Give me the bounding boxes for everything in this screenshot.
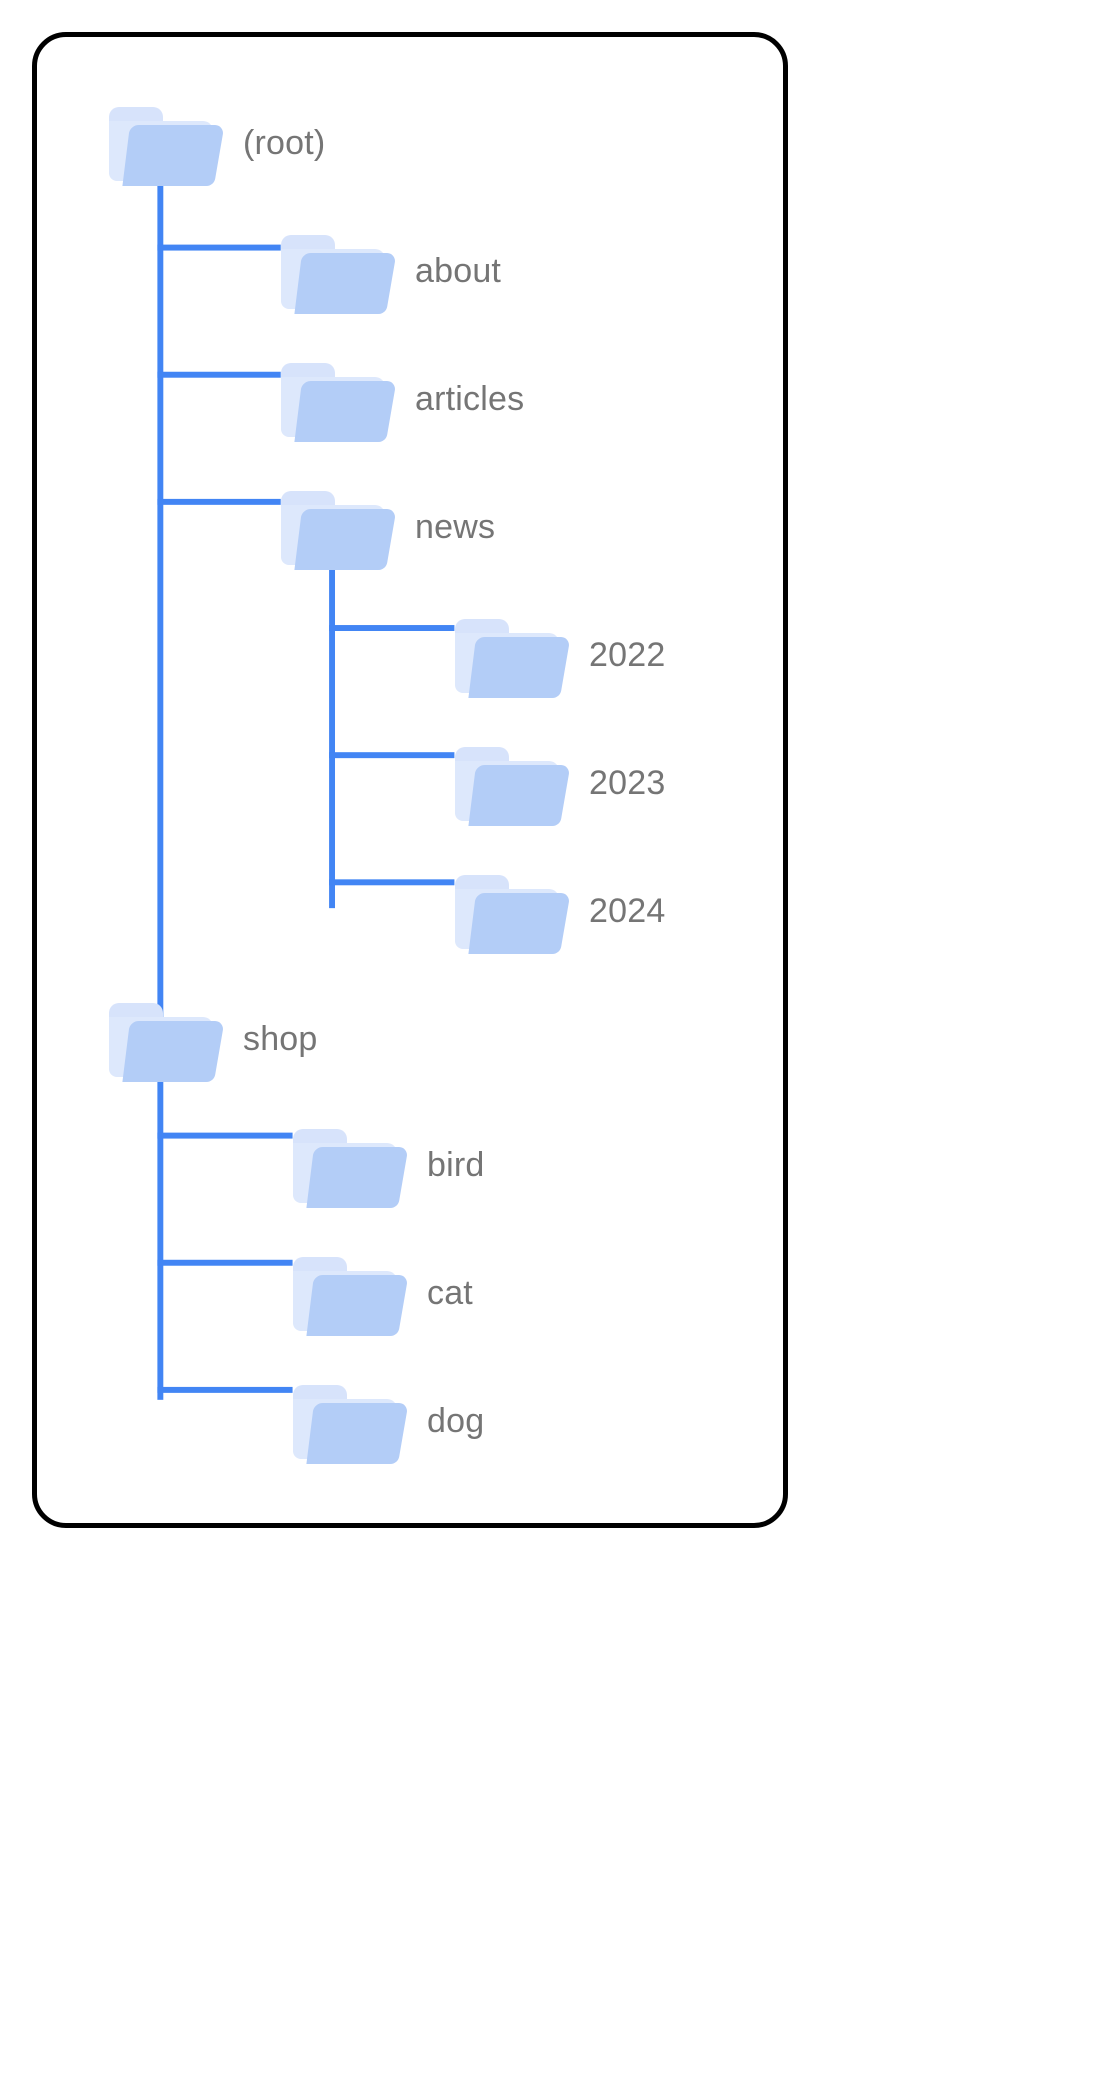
tree-node-label: articles [415,380,525,418]
tree-node-label: cat [427,1274,473,1312]
tree-node-bird[interactable]: bird [289,1121,485,1209]
connector-shop-dog [157,1386,293,1393]
connector-root-news [157,498,281,505]
folder-icon [451,739,571,827]
tree-node-label: about [415,252,502,290]
folder-icon [451,611,571,699]
connector-shop-cat [157,1259,293,1266]
tree-node-about[interactable]: about [277,227,501,315]
tree-node-label: 2023 [589,764,666,802]
connector-news-2023 [329,752,455,759]
tree-node-label: bird [427,1146,485,1184]
folder-icon [105,995,225,1083]
diagram-card: (root) about articles [32,32,788,1528]
connector-root-about [157,244,281,251]
tree-connector-lines [157,176,455,1400]
tree-node-label: 2022 [589,636,666,674]
tree-node-label: shop [243,1020,318,1058]
tree-node-articles[interactable]: articles [277,355,524,443]
tree-node-label: (root) [243,124,326,162]
tree-node-2024[interactable]: 2024 [451,867,665,955]
connector-news-2022 [329,625,455,632]
tree-node-cat[interactable]: cat [289,1249,473,1337]
tree-node-label: news [415,508,496,546]
tree-node-dog[interactable]: dog [289,1377,484,1465]
tree-node-news[interactable]: news [277,483,495,571]
folder-icon [289,1121,409,1209]
tree-node-root[interactable]: (root) [105,99,325,187]
tree-node-label: 2024 [589,892,666,930]
folder-icon [277,227,397,315]
connector-root-articles [157,371,281,378]
tree-node-2023[interactable]: 2023 [451,739,665,827]
folder-icon [277,355,397,443]
tree-node-label: dog [427,1402,485,1440]
folder-icon [289,1377,409,1465]
folder-icon [105,99,225,187]
connector-news-2024 [329,879,455,886]
folder-icon [451,867,571,955]
tree-node-2022[interactable]: 2022 [451,611,665,699]
connector-trunk-news [329,538,336,909]
folder-icon [289,1249,409,1337]
connector-trunk-root [157,176,164,1400]
tree-node-shop[interactable]: shop [105,995,318,1083]
connector-shop-bird [157,1132,293,1139]
folder-icon [277,483,397,571]
